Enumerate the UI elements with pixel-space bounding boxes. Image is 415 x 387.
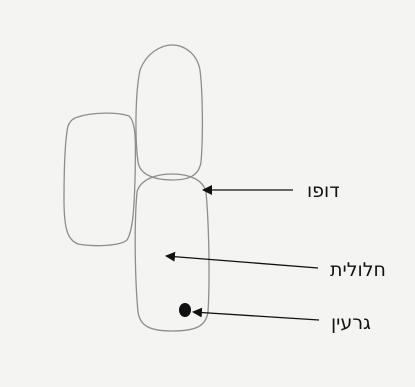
top-cell	[135, 44, 204, 181]
vacuole-arrow	[165, 251, 319, 269]
nucleus-label: גרעין	[331, 312, 371, 334]
cell-wall-label: דופו	[307, 180, 340, 202]
bottom-cell	[134, 173, 210, 332]
vacuole-label: חלולית	[330, 259, 386, 281]
left-cell	[63, 112, 137, 247]
nucleus-dot	[179, 303, 191, 317]
nucleus-arrow	[192, 307, 320, 321]
